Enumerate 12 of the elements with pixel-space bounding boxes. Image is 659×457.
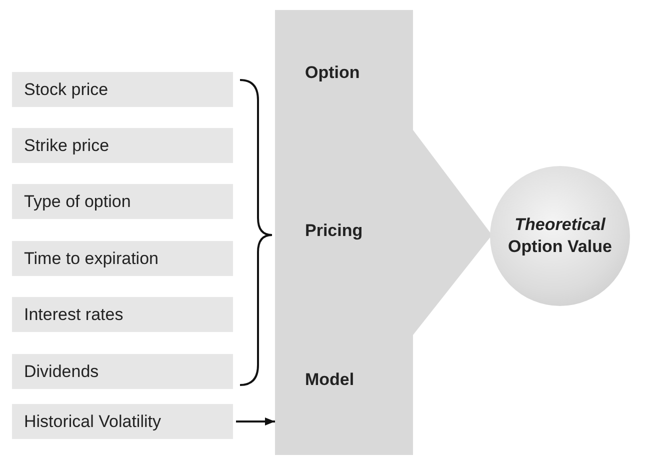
input-box: Time to expiration: [12, 241, 233, 276]
input-box: Interest rates: [12, 297, 233, 332]
input-box: Historical Volatility: [12, 404, 233, 439]
input-box: Dividends: [12, 354, 233, 389]
column-label: Option: [305, 63, 360, 83]
input-box: Stock price: [12, 72, 233, 107]
input-box: Strike price: [12, 128, 233, 163]
column-label: Model: [305, 370, 354, 390]
column-label: Pricing: [305, 221, 363, 241]
arrow: [236, 418, 275, 426]
result-label: Theoretical Option Value: [507, 214, 613, 258]
input-box: Type of option: [12, 184, 233, 219]
